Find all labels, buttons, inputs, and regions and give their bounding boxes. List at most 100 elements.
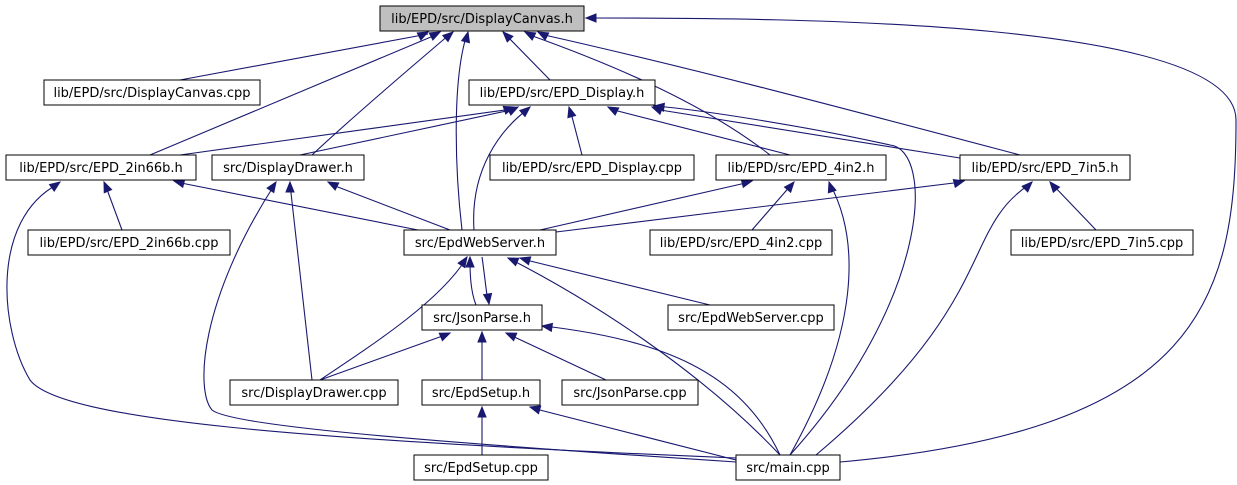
edge-jsonparse_cpp-jsonparse_h: [507, 333, 607, 381]
arrowhead-epd_display_cpp-epd_display_h: [567, 105, 577, 119]
arrowhead-main_cpp-epd_4in2_h: [827, 180, 837, 194]
node-label: src/DisplayDrawer.cpp: [241, 386, 386, 401]
edge-main_cpp-webserver_h: [509, 258, 781, 456]
node-epd-2in66b-cpp[interactable]: lib/EPD/src/EPD_2in66b.cpp: [27, 229, 231, 256]
edge-main_cpp-epd_2in66b_h: [6, 183, 737, 459]
node-label: src/EpdSetup.cpp: [424, 461, 538, 476]
arrowhead-main_cpp-canvas_h: [584, 13, 597, 23]
node-epd-7in5-h[interactable]: lib/EPD/src/EPD_7in5.h: [959, 154, 1131, 181]
node-box: [413, 454, 549, 481]
node-label: src/JsonParse.cpp: [573, 386, 686, 401]
node-label: lib/EPD/src/EPD_2in66b.h: [19, 161, 183, 176]
arrowhead-webserver_h-drawer_h: [326, 181, 340, 191]
edge-drawer_cpp-webserver_h: [319, 258, 467, 381]
node-box: [561, 379, 699, 406]
node-epd-4in2-h[interactable]: lib/EPD/src/EPD_4in2.h: [715, 154, 887, 181]
edge-epd_7in5_h-epd_display_h: [653, 108, 961, 159]
node-epd-2in66b-h[interactable]: lib/EPD/src/EPD_2in66b.h: [5, 154, 197, 181]
arrowhead-epd_4in2_cpp-epd_4in2_h: [783, 180, 795, 194]
arrowhead-jsonparse_h-webserver_h: [465, 255, 475, 268]
arrowhead-webserver_h-epd_2in66b_h: [172, 178, 186, 189]
node-label: lib/EPD/src/EPD_7in5.cpp: [1021, 236, 1183, 251]
node-webserver-h[interactable]: src/EpdWebServer.h: [403, 229, 557, 256]
node-webserver-cpp[interactable]: src/EpdWebServer.cpp: [667, 304, 835, 331]
arrowhead-jsonparse_cpp-jsonparse_h: [504, 332, 518, 342]
node-epd-display-cpp[interactable]: lib/EPD/src/EPD_Display.cpp: [489, 154, 695, 181]
node-setup-h[interactable]: src/EpdSetup.h: [421, 379, 541, 406]
arrowhead-main_cpp-drawer_h: [266, 180, 277, 194]
node-label: lib/EPD/src/EPD_4in2.h: [728, 161, 875, 176]
edge-drawer_cpp-drawer_h: [289, 183, 313, 381]
edge-epd_7in5_h-canvas_h: [539, 33, 1021, 156]
arrowhead-drawer_cpp-jsonparse_h: [438, 332, 452, 342]
edge-webserver_h-epd_display_h: [473, 108, 529, 231]
edge-webserver_h-epd_4in2_h: [539, 181, 751, 231]
arrowhead-webserver_h-epd_4in2_h: [740, 178, 754, 189]
arrowhead-drawer_h-epd_display_h: [506, 106, 520, 116]
node-box: [379, 5, 585, 32]
arrowhead-webserver_h-jsonparse_h: [482, 292, 493, 306]
edge-main_cpp-epd_display_h: [655, 105, 916, 456]
arrowhead-webserver_h-epd_7in5_h: [952, 178, 966, 189]
arrowhead-epd_display_h-canvas_h: [502, 31, 514, 43]
edge-main_cpp-epd_7in5_h: [815, 183, 1031, 456]
edge-drawer_cpp-jsonparse_h: [319, 333, 449, 381]
node-label: src/EpdWebServer.cpp: [678, 311, 824, 326]
arrowhead-setup_h-jsonparse_h: [477, 330, 487, 343]
edge-main_cpp-setup_h: [531, 407, 737, 461]
node-label: src/EpdSetup.h: [432, 386, 530, 401]
edge-epd_2in66b_h-canvas_h: [149, 33, 439, 156]
arrowhead-main_cpp-epd_7in5_h: [1021, 181, 1033, 193]
node-box: [211, 154, 365, 181]
edge-drawer_h-canvas_h: [311, 33, 451, 156]
node-label: src/EpdWebServer.h: [415, 236, 545, 251]
node-label: lib/EPD/src/DisplayCanvas.cpp: [53, 86, 250, 101]
node-drawer-h[interactable]: src/DisplayDrawer.h: [211, 154, 365, 181]
node-label: src/DisplayDrawer.h: [223, 161, 353, 176]
edge-main_cpp-drawer_h: [203, 183, 737, 463]
node-box: [667, 304, 835, 331]
node-setup-cpp[interactable]: src/EpdSetup.cpp: [413, 454, 549, 481]
arrowhead-epd_7in5_cpp-epd_7in5_h: [1049, 180, 1061, 194]
node-epd-display-h[interactable]: lib/EPD/src/EPD_Display.h: [468, 79, 656, 106]
node-label: lib/EPD/src/EPD_2in66b.cpp: [40, 236, 219, 251]
node-canvas-h[interactable]: lib/EPD/src/DisplayCanvas.h: [379, 5, 585, 32]
arrowhead-webserver_cpp-webserver_h: [518, 256, 532, 266]
edge-webserver_h-canvas_h: [455, 33, 468, 231]
arrowhead-main_cpp-epd_2in66b_h: [48, 181, 62, 192]
node-label: src/JsonParse.h: [433, 311, 531, 326]
node-box: [468, 79, 656, 106]
arrowhead-main_cpp-setup_h: [528, 405, 542, 415]
edge-epd_display_h-canvas_h: [504, 33, 551, 81]
node-label: lib/EPD/src/DisplayCanvas.h: [391, 12, 573, 27]
arrowhead-main_cpp-jsonparse_h: [540, 322, 554, 333]
arrowhead-epd_7in5_h-canvas_h: [536, 31, 550, 41]
node-main-cpp[interactable]: src/main.cpp: [735, 454, 841, 481]
arrowhead-webserver_h-epd_display_h: [518, 106, 532, 118]
edge-epd_2in66b_h-epd_display_h: [179, 108, 513, 156]
node-box: [5, 154, 197, 181]
node-label: lib/EPD/src/EPD_Display.cpp: [502, 161, 682, 176]
node-box: [421, 379, 541, 406]
edge-webserver_h-epd_2in66b_h: [175, 181, 419, 231]
edge-epd_4in2_h-epd_display_h: [609, 108, 791, 156]
arrowhead-epd_2in66b_cpp-epd_2in66b_h: [103, 180, 113, 194]
arrowhead-setup_cpp-setup_h: [477, 405, 487, 418]
edge-main_cpp-epd_4in2_h: [789, 183, 850, 456]
node-box: [421, 304, 543, 331]
node-epd-4in2-cpp[interactable]: lib/EPD/src/EPD_4in2.cpp: [649, 229, 833, 256]
node-box: [43, 79, 261, 106]
node-canvas-cpp[interactable]: lib/EPD/src/DisplayCanvas.cpp: [43, 79, 261, 106]
node-box: [735, 454, 841, 481]
node-jsonparse-cpp[interactable]: src/JsonParse.cpp: [561, 379, 699, 406]
node-epd-7in5-cpp[interactable]: lib/EPD/src/EPD_7in5.cpp: [1010, 229, 1194, 256]
arrowhead-drawer_cpp-drawer_h: [285, 180, 295, 193]
node-label: lib/EPD/src/EPD_7in5.h: [972, 161, 1119, 176]
edge-webserver_h-drawer_h: [329, 183, 451, 231]
edge-main_cpp-jsonparse_h: [543, 325, 781, 456]
node-label: lib/EPD/src/EPD_Display.h: [480, 86, 645, 101]
node-box: [715, 154, 887, 181]
node-drawer-cpp[interactable]: src/DisplayDrawer.cpp: [229, 379, 399, 406]
node-jsonparse-h[interactable]: src/JsonParse.h: [421, 304, 543, 331]
